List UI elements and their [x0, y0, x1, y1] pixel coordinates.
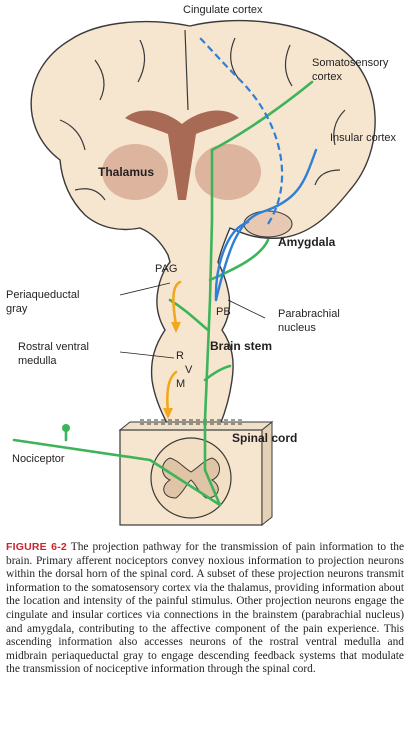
- label-somatosensory-cortex-1: Somatosensory: [312, 57, 389, 69]
- label-periaqueductal-gray-1: Periaqueductal: [6, 289, 80, 301]
- label-m: M: [176, 378, 186, 390]
- label-brain-stem: Brain stem: [210, 339, 273, 353]
- label-pag: PAG: [155, 263, 178, 275]
- label-parabrachial-nucleus-1: Parabrachial: [278, 308, 340, 320]
- descending-arrow-lower: [163, 408, 173, 419]
- label-rostral-ventral-medulla-2: medulla: [18, 355, 57, 367]
- pain-pathway-figure: Cingulate cortex Somatosensory cortex In…: [6, 4, 397, 527]
- thalamus-right: [195, 144, 261, 200]
- cortical-folds: [59, 29, 346, 201]
- figure-number: FIGURE 6-2: [6, 541, 67, 553]
- thalamus-left: [102, 144, 168, 200]
- label-spinal-cord: Spinal cord: [232, 431, 298, 445]
- spinal-cord-block: [118, 419, 274, 527]
- label-parabrachial-nucleus-2: nucleus: [278, 322, 316, 334]
- lateral-ventricles: [125, 110, 239, 200]
- label-pb: PB: [216, 306, 231, 318]
- blue-dashed-pathway: [199, 37, 284, 225]
- brain-section: [30, 19, 376, 426]
- label-nociceptor: Nociceptor: [12, 453, 65, 465]
- label-r: R: [176, 350, 184, 362]
- label-amygdala: Amygdala: [278, 235, 336, 249]
- leader-lines: [119, 282, 266, 359]
- descending-pathway: [165, 280, 182, 414]
- figure-caption: FIGURE 6-2 The projection pathway for th…: [6, 541, 404, 677]
- pain-pathway-diagram: [12, 19, 376, 527]
- label-v: V: [185, 364, 193, 376]
- descending-arrow-upper: [171, 322, 181, 333]
- label-cingulate-cortex: Cingulate cortex: [183, 4, 263, 16]
- caption-text: The projection pathway for the transmiss…: [6, 541, 404, 676]
- label-rostral-ventral-medulla-1: Rostral ventral: [18, 341, 89, 353]
- label-thalamus: Thalamus: [98, 165, 155, 179]
- nociceptor-terminal: [62, 424, 70, 432]
- label-somatosensory-cortex-2: cortex: [312, 71, 342, 83]
- label-insular-cortex: Insular cortex: [330, 132, 397, 144]
- green-ascending-pathway: [12, 80, 314, 507]
- label-periaqueductal-gray-2: gray: [6, 303, 28, 315]
- blue-pathway: [214, 148, 318, 302]
